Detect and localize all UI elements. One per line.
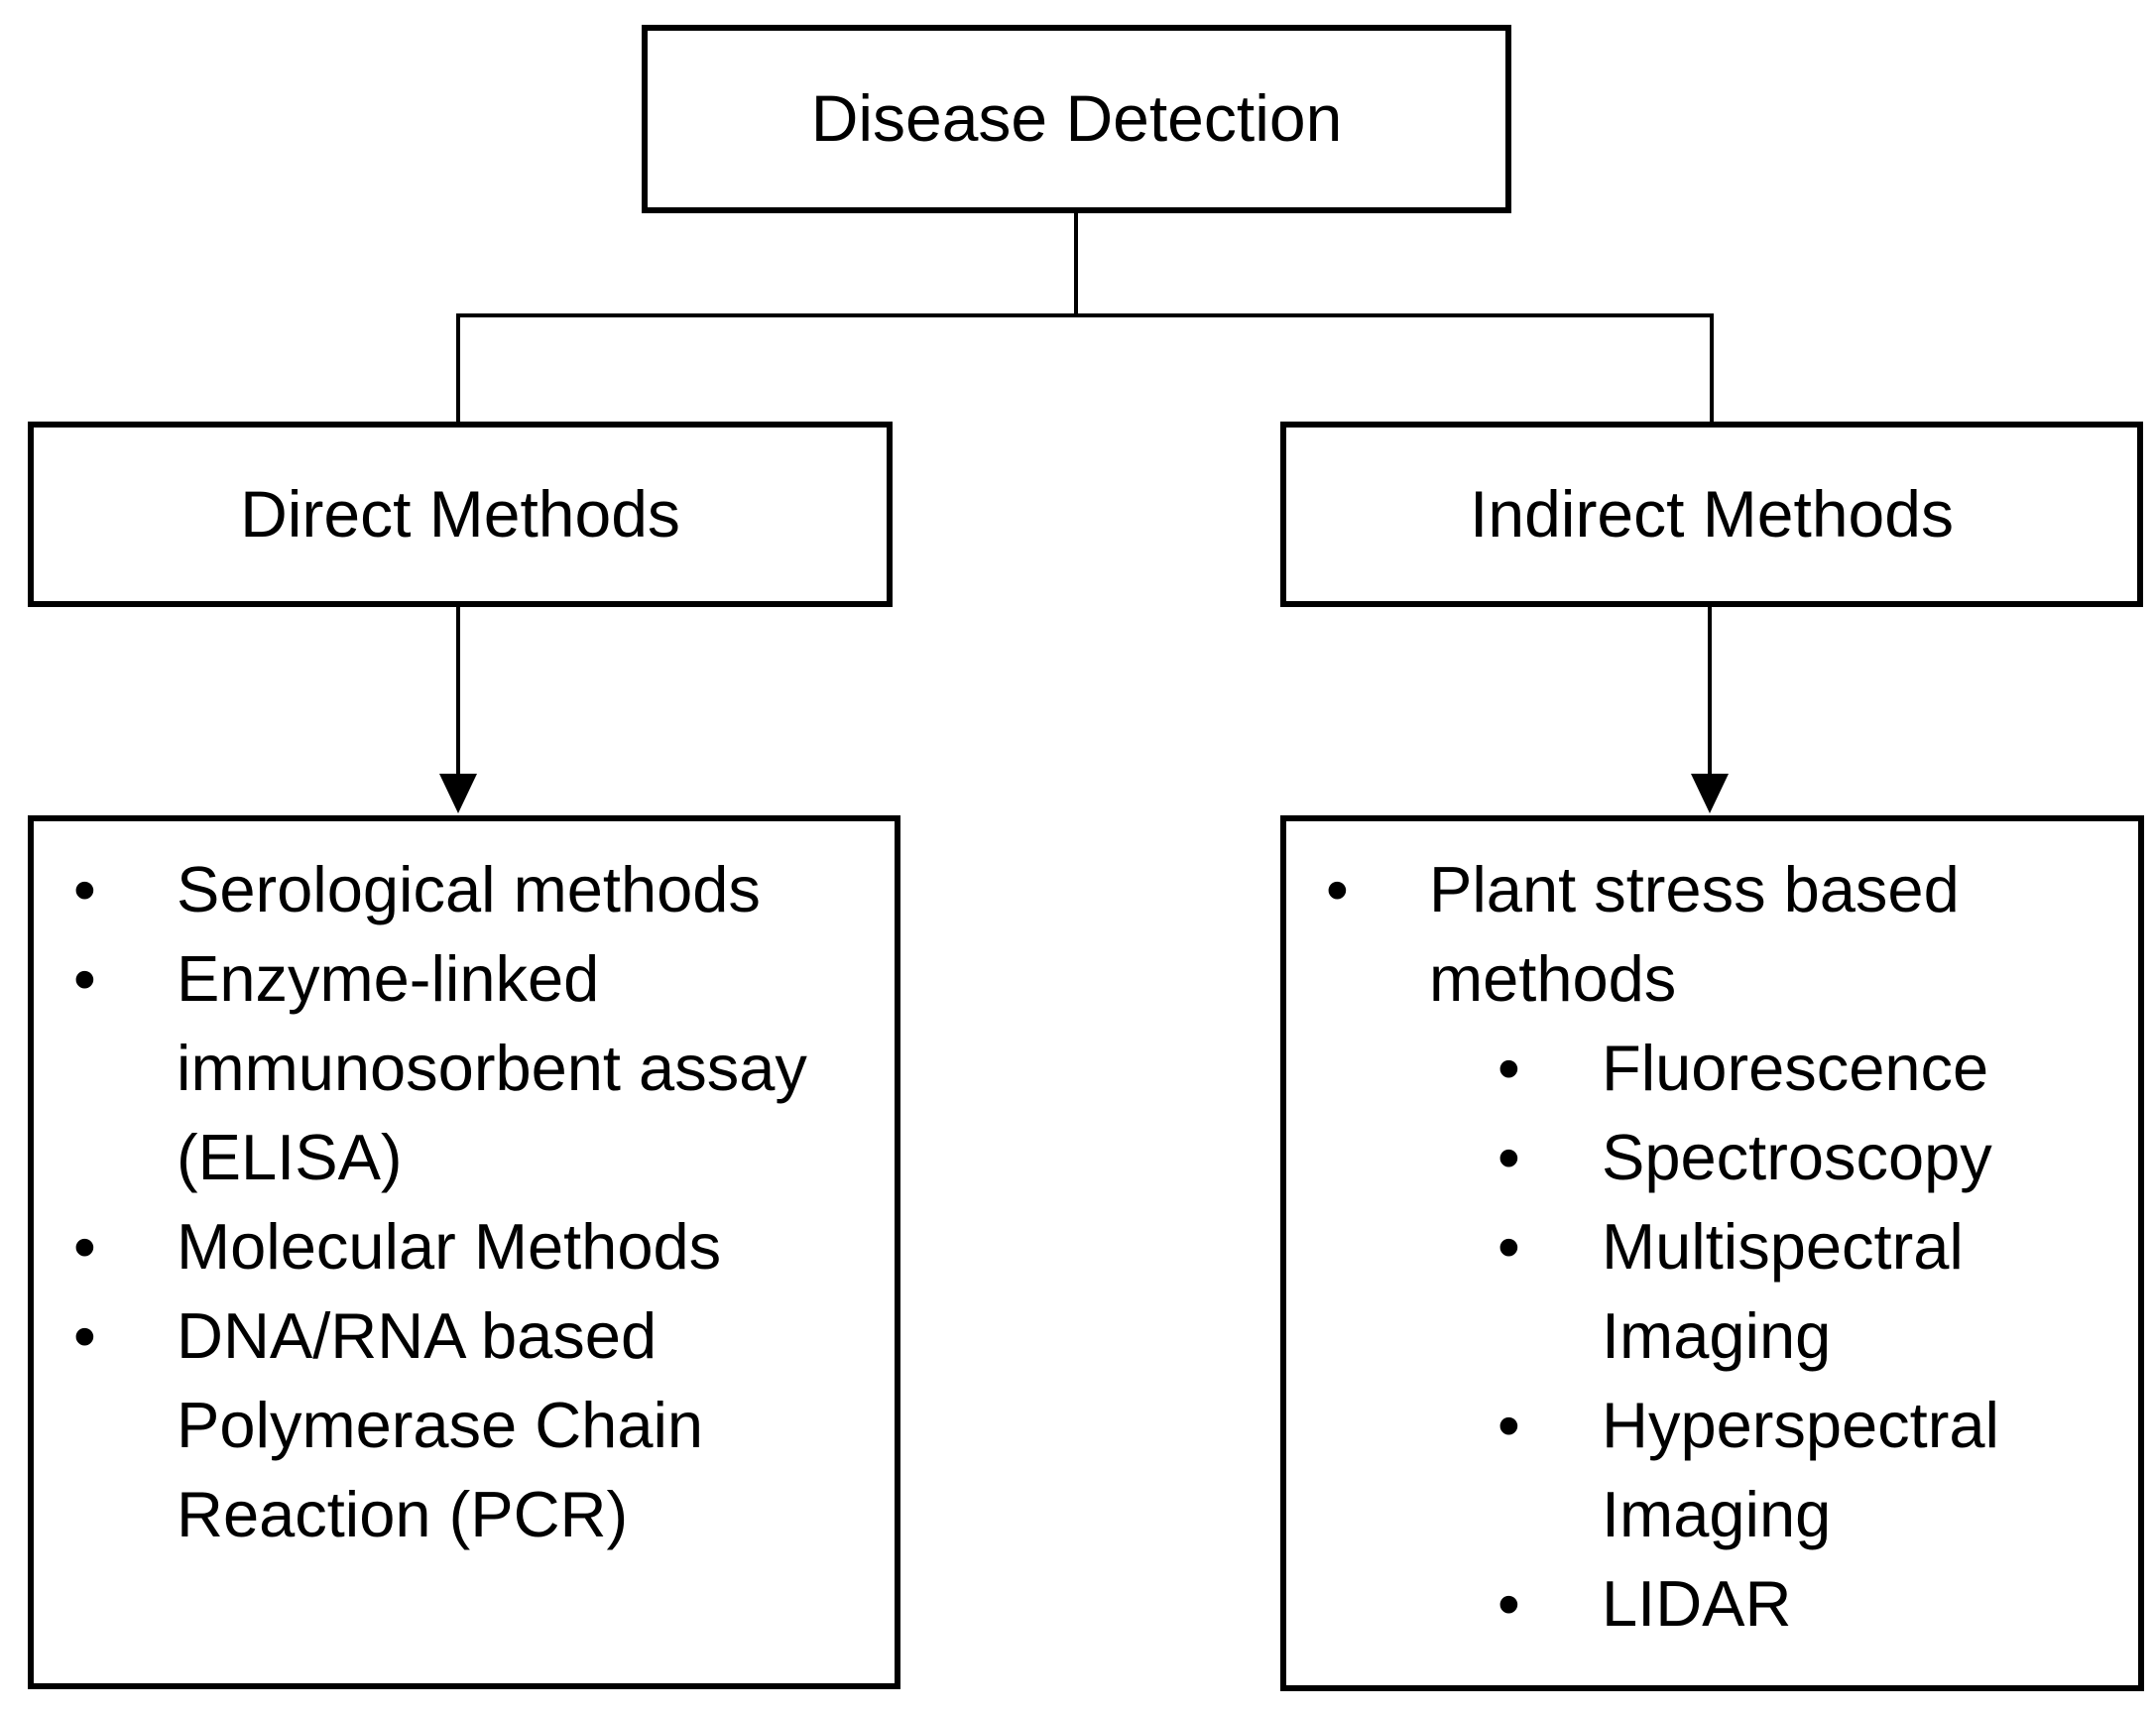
arrowhead-down-icon <box>1691 774 1729 813</box>
list-item-text: Spectroscopy <box>1602 1121 1992 1193</box>
list-item-text: Molecular Methods <box>177 1210 722 1283</box>
list-item: • Plant stress based methods <box>1286 845 2138 1024</box>
list-item: • Serological methods <box>34 845 895 934</box>
connector-root-stub <box>1074 210 1078 317</box>
bullet-icon: • <box>73 853 96 925</box>
indirect-methods-label: Indirect Methods <box>1470 476 1954 551</box>
list-item: • Enzyme-linked immunosorbent assay (ELI… <box>34 934 895 1202</box>
connector-right-vertical <box>1710 313 1714 425</box>
root-node-disease-detection: Disease Detection <box>642 25 1511 213</box>
list-item-text: Enzyme-linked immunosorbent assay (ELISA… <box>177 942 807 1193</box>
arrow-indirect-line <box>1708 607 1712 778</box>
list-item: • Multispectral Imaging <box>1286 1202 2138 1381</box>
bullet-icon: • <box>73 942 96 1015</box>
bullet-icon: • <box>1497 1567 1520 1640</box>
list-item-text: LIDAR <box>1602 1567 1792 1640</box>
connector-left-vertical <box>456 313 460 425</box>
node-direct-methods: Direct Methods <box>28 422 893 607</box>
bullet-icon: • <box>1326 853 1349 925</box>
list-item-text: Serological methods <box>177 853 761 925</box>
bullet-icon: • <box>1497 1210 1520 1283</box>
list-item-text: DNA/RNA based Polymerase Chain Reaction … <box>177 1299 704 1550</box>
list-item-text: Plant stress based methods <box>1429 853 1960 1015</box>
bullet-icon: • <box>1497 1121 1520 1193</box>
direct-methods-list: • Serological methods • Enzyme-linked im… <box>28 815 900 1689</box>
direct-methods-label: Direct Methods <box>240 476 680 551</box>
list-item: • DNA/RNA based Polymerase Chain Reactio… <box>34 1291 895 1559</box>
list-item: • Hyperspectral Imaging <box>1286 1381 2138 1559</box>
arrowhead-down-icon <box>439 774 477 813</box>
bullet-icon: • <box>1497 1032 1520 1104</box>
indirect-methods-list: • Plant stress based methods • Fluoresce… <box>1280 815 2144 1691</box>
list-item-text: Hyperspectral Imaging <box>1602 1389 1999 1550</box>
node-indirect-methods: Indirect Methods <box>1280 422 2143 607</box>
list-item-text: Multispectral Imaging <box>1602 1210 1964 1372</box>
bullet-icon: • <box>73 1299 96 1372</box>
connector-horizontal <box>456 313 1714 317</box>
list-item: • Spectroscopy <box>1286 1113 2138 1202</box>
root-node-label: Disease Detection <box>810 81 1343 156</box>
list-item-text: Fluorescence <box>1602 1032 1989 1104</box>
arrow-direct-line <box>456 607 460 778</box>
list-item: • Molecular Methods <box>34 1202 895 1291</box>
list-item: • Fluorescence <box>1286 1024 2138 1113</box>
bullet-icon: • <box>73 1210 96 1283</box>
list-item: • LIDAR <box>1286 1559 2138 1649</box>
bullet-icon: • <box>1497 1389 1520 1461</box>
